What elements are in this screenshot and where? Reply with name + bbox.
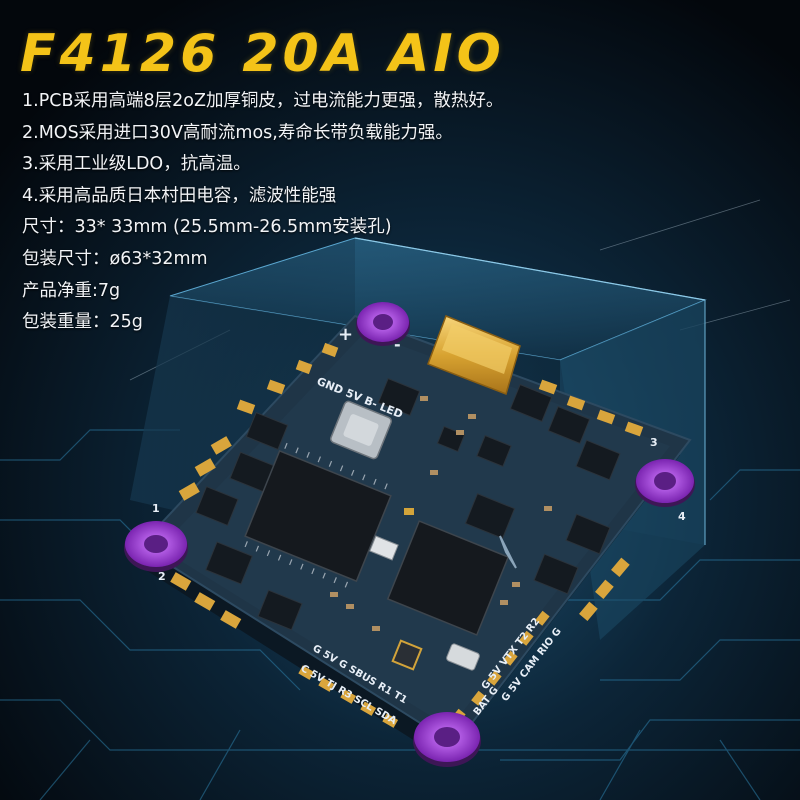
spec-package-weight: 包装重量：25g	[22, 312, 143, 333]
silkscreen-motor-4: 4	[678, 510, 686, 523]
circuit-traces-background	[0, 429, 800, 800]
esc-processor-chip	[386, 520, 510, 636]
silkscreen-motor-2: 2	[158, 570, 166, 583]
spec-size: 尺寸：33* 33mm (25.5mm-26.5mm安装孔)	[22, 217, 392, 238]
crystal-oscillator	[369, 535, 399, 561]
inductor	[330, 400, 392, 460]
spec-package-size: 包装尺寸：ø63*32mm	[22, 248, 208, 269]
mosfet-chips	[195, 377, 621, 631]
mounting-grommet	[356, 302, 410, 346]
spec-mos: 2.MOS采用进口30V高耐流mos,寿命长带负载能力强。	[22, 122, 453, 143]
passive-components	[330, 396, 552, 631]
pcb-board: GND 5V B- LED G 5V VTX T2 R2 G 5V CAM RI…	[124, 302, 695, 767]
mounting-grommet	[124, 521, 188, 572]
silkscreen-motor-1: 1	[152, 502, 160, 515]
mounting-grommet	[413, 712, 481, 767]
spec-net-weight: 产品净重:7g	[22, 280, 121, 301]
spec-capacitor: 4.采用高品质日本村田电容，滤波性能强	[22, 185, 337, 206]
silkscreen-minus: -	[394, 335, 401, 354]
spec-list: 1.PCB采用高端8层2oZ加厚铜皮，过电流能力更强，散热好。 2.MOS采用进…	[22, 90, 503, 343]
usb-connector	[427, 315, 521, 395]
silkscreen-motor-3: 3	[650, 436, 658, 449]
mcu-chip	[244, 442, 392, 588]
spec-ldo: 3.采用工业级LDO，抗高温。	[22, 154, 251, 175]
spec-pcb: 1.PCB采用高端8层2oZ加厚铜皮，过电流能力更强，散热好。	[22, 91, 504, 111]
capacitor	[446, 643, 480, 671]
boot-button	[391, 639, 423, 671]
board-logo-arrow	[499, 535, 517, 569]
silkscreen-plus: +	[338, 324, 353, 345]
glass-box-edge	[354, 237, 706, 301]
mounting-grommet	[635, 459, 695, 507]
mounting-grommets	[124, 302, 695, 767]
product-title: F4126 20A AIO	[20, 24, 505, 84]
